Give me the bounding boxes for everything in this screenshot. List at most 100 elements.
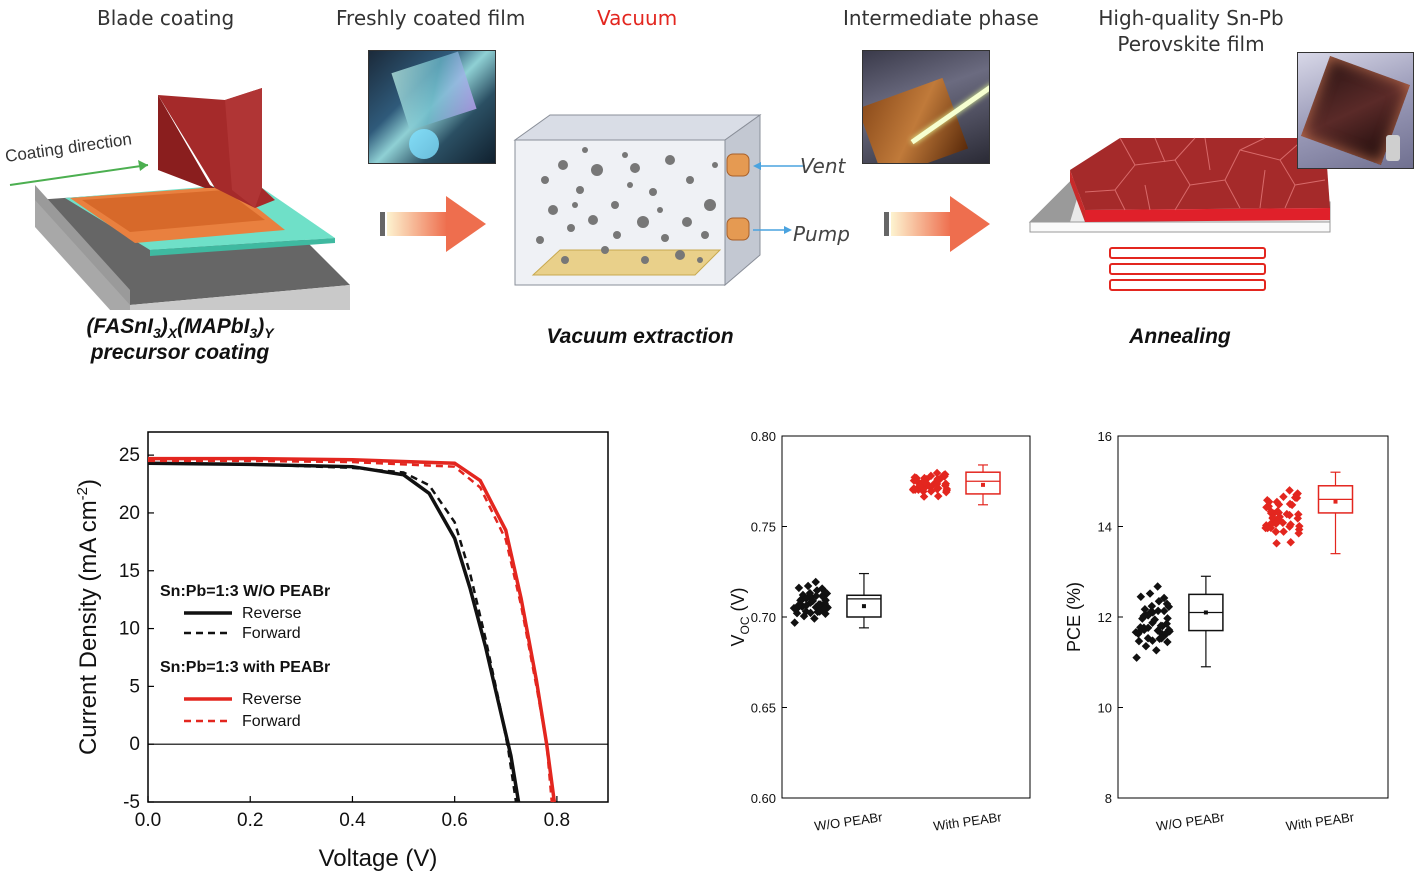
voc-mean — [861, 604, 866, 609]
pce-data-point — [1143, 623, 1153, 633]
pce-data-point — [1162, 619, 1171, 629]
jv-ytick-label: 25 — [119, 445, 140, 466]
voc-ytick-label: 0.80 — [751, 429, 776, 444]
voc-data-point — [811, 577, 820, 587]
annealing-illustration — [1028, 137, 1331, 291]
pce-data-point — [1157, 633, 1166, 643]
voc-data-point — [792, 604, 801, 614]
voc-ytick-label: 0.70 — [751, 610, 776, 625]
voc-yaxis-label: VOC (V) — [728, 587, 752, 646]
pce-data-point — [1150, 615, 1160, 624]
jv-ytick-label: -5 — [123, 792, 140, 813]
pump-label: Pump — [793, 222, 850, 246]
coating-direction-arrowhead — [138, 160, 148, 171]
jv-series-line — [147, 461, 518, 803]
voc-data-point — [806, 608, 815, 618]
jv-legend-label: Reverse — [242, 605, 302, 622]
base-slab-side — [35, 200, 130, 310]
pce-data-point — [1292, 490, 1301, 499]
jv-xtick-label: 0.8 — [544, 810, 570, 831]
perovskite-film-edge — [1085, 208, 1330, 222]
pce-data-point — [1136, 592, 1146, 601]
voc-ytick-label: 0.65 — [751, 701, 776, 716]
pce-category-label: With PEABr — [1285, 809, 1356, 833]
perovskite-film-side — [1070, 170, 1085, 222]
voc-data-point — [803, 581, 813, 591]
hq-film-title-line2: Perovskite film — [1117, 32, 1265, 56]
pce-data-point — [1132, 653, 1141, 662]
jv-ytick-label: 15 — [119, 561, 140, 582]
jv-xtick-label: 0.0 — [135, 810, 161, 831]
pce-data-point — [1153, 582, 1162, 591]
solvent-molecules — [536, 147, 718, 264]
precursor-coating-caption: (FASnI3)X(MAPbI3)Y precursor coating — [60, 315, 300, 365]
pce-data-point — [1134, 636, 1144, 646]
voc-data-point — [820, 599, 830, 608]
pce-data-point — [1294, 529, 1303, 538]
jv-legend-group1: Sn:Pb=1:3 W/O PEABr — [160, 583, 330, 600]
blade-coating-title: Blade coating — [97, 6, 235, 30]
vacuum-chamber — [513, 114, 805, 287]
precursor-coating-line2: precursor coating — [90, 341, 270, 365]
voc-ytick-label: 0.60 — [751, 791, 776, 806]
pce-ytick-label: 10 — [1098, 701, 1112, 716]
jv-yaxis-label: Current Density (mA cm-2) — [74, 479, 102, 755]
pce-mean — [1333, 499, 1338, 504]
voc-ytick-label: 0.75 — [751, 520, 776, 535]
chamber-film — [531, 249, 722, 276]
coating-direction-arrow — [9, 164, 149, 186]
glass-substrate-edge — [150, 238, 335, 256]
grain-boundaries — [1084, 137, 1326, 211]
blade-front — [225, 88, 262, 208]
jv-xaxis-label: Voltage (V) — [319, 845, 438, 872]
pce-mean — [1203, 610, 1208, 615]
voc-category-label: With PEABr — [932, 809, 1003, 833]
vacuum-title: Vacuum — [597, 6, 678, 30]
jv-ytick-label: 5 — [129, 676, 140, 697]
jv-series-line — [148, 459, 554, 803]
voc-data-point — [911, 475, 921, 485]
voc-data-point — [814, 600, 824, 609]
coating-direction-label: Coating direction — [4, 129, 133, 166]
jv-ytick-label: 20 — [119, 503, 140, 524]
voc-data-point — [933, 491, 943, 501]
intermediate-phase-photo — [862, 50, 990, 164]
pce-yaxis-label: PCE (%) — [1064, 582, 1084, 652]
precursor-formula: (FASnI3)X(MAPbI3)Y — [86, 315, 274, 342]
pce-data-point — [1286, 538, 1295, 547]
voc-mean — [981, 482, 985, 487]
chamber-top — [513, 114, 762, 141]
jv-xtick-label: 0.4 — [339, 810, 366, 831]
blade-coating-illustration: Coating direction — [4, 88, 350, 310]
pce-data-point — [1143, 611, 1153, 620]
pump-port — [726, 217, 750, 241]
jv-series-line — [148, 456, 557, 803]
fresh-film-sheen — [391, 51, 477, 131]
vacuum-extraction-caption: Vacuum extraction — [546, 325, 734, 348]
pce-ytick-label: 12 — [1098, 610, 1112, 625]
vent-port — [726, 153, 750, 177]
perovskite-film — [1070, 138, 1330, 210]
voc-category-label: W/O PEABr — [813, 809, 884, 833]
pce-data-point — [1163, 637, 1172, 647]
hq-film-clip — [1386, 135, 1400, 161]
jv-xtick-label: 0.2 — [237, 810, 263, 831]
hq-film-title: High-quality Sn-Pb Perovskite film — [1086, 6, 1296, 56]
chamber-side — [724, 114, 761, 287]
pce-ytick-label: 14 — [1098, 520, 1112, 535]
hq-film-title-line1: High-quality Sn-Pb — [1098, 6, 1284, 30]
jv-legend-label: Forward — [242, 625, 301, 642]
jv-xtick-label: 0.6 — [441, 810, 467, 831]
pce-data-point — [1279, 527, 1288, 536]
voc-data-point — [790, 618, 799, 627]
fresh-film-title: Freshly coated film — [336, 6, 526, 30]
precursor-film-inner — [82, 190, 265, 232]
anneal-substrate-edge — [1029, 221, 1331, 233]
voc-data-point — [939, 470, 949, 480]
jv-ytick-label: 10 — [119, 619, 140, 640]
voc-data-point — [810, 614, 819, 623]
pce-data-point — [1162, 599, 1172, 609]
